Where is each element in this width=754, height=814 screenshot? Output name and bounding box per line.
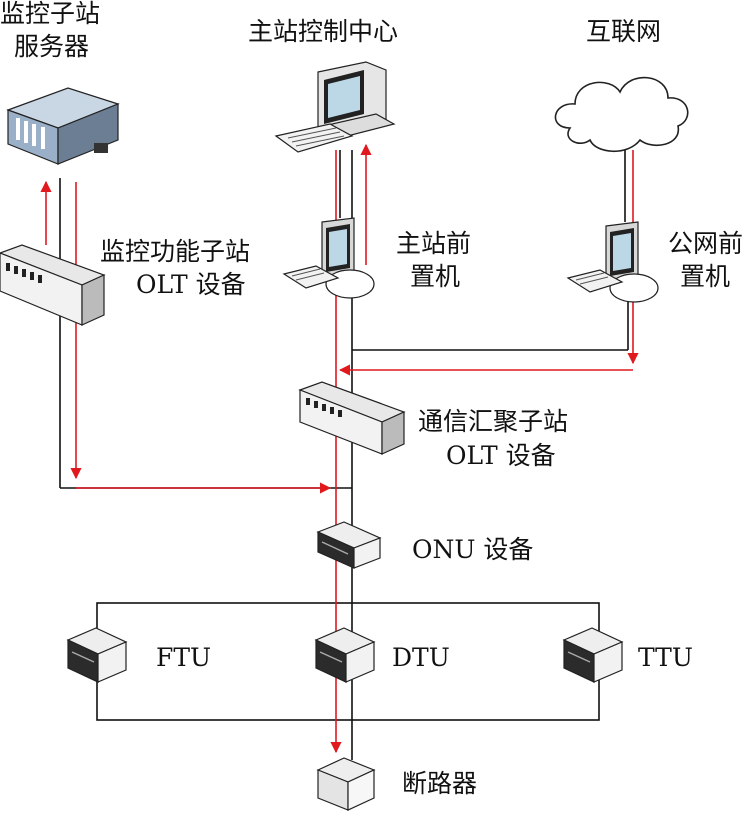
monitor-olt-switch-icon [0,244,106,326]
internet-label: 互联网 [586,17,661,46]
master-frontend-label-2: 置机 [410,262,460,291]
public-frontend-label-1: 公网前 [668,229,743,258]
master-frontend-icon [282,217,375,299]
ftu-label: FTU [156,643,211,672]
monitor-olt-label-2: OLT 设备 [136,270,246,299]
master-frontend-label-1: 主站前 [396,229,471,258]
master-center-label: 主站控制中心 [248,17,398,46]
public-frontend-label-2: 置机 [680,262,730,291]
onu-device-icon [316,521,382,569]
dtu-device-icon [314,627,376,683]
ttu-label: TTU [638,643,693,672]
monitor-olt-label-1: 监控功能子站 [100,237,250,266]
agg-olt-switch-icon [298,381,406,455]
agg-olt-label-1: 通信汇聚子站 [418,407,568,436]
monitor-server-label-1: 监控子站 [0,0,100,28]
server-icon [6,87,120,165]
master-computer-icon [274,61,396,153]
breaker-icon [316,757,376,811]
monitor-server-label-2: 服务器 [14,32,89,61]
labels: 监控子站 服务器 主站控制中心 互联网 监控功能子站 OLT 设备 主站前 置机… [0,0,743,798]
internet-cloud-icon [554,76,689,152]
public-frontend-icon [566,221,659,303]
onu-label: ONU 设备 [412,535,533,564]
agg-olt-label-2: OLT 设备 [446,441,556,470]
breaker-label: 断路器 [402,769,477,798]
ttu-device-icon [562,627,624,683]
dtu-label: DTU [392,643,450,672]
ftu-device-icon [66,627,128,683]
